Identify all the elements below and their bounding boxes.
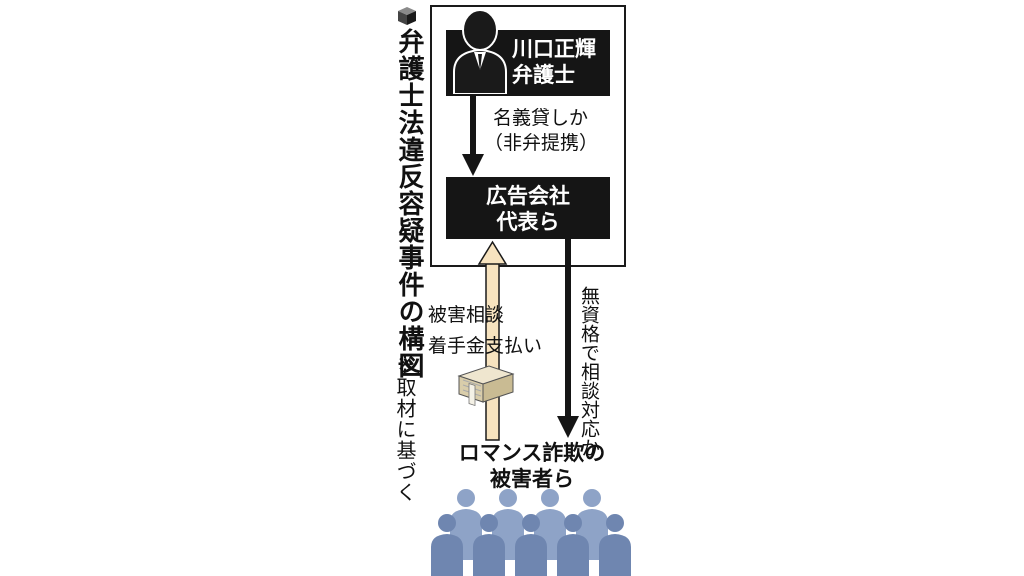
lawyer-silhouette-icon [450, 8, 510, 95]
money-bundle-icon [455, 362, 517, 407]
source-note: ※取材に基づく [393, 352, 417, 503]
diagram-title: 弁護士法違反容疑事件の構図 [394, 28, 424, 379]
company-name: 広告会社 [486, 184, 570, 208]
name-loan-label: 名義貸しか [493, 107, 589, 129]
name-loan-sublabel: （非弁提携） [484, 132, 599, 154]
lawyer-name: 川口正輝 [512, 37, 596, 61]
company-representatives: 代表ら [496, 210, 560, 234]
victims-sublabel: 被害者ら [490, 467, 574, 491]
retainer-fee-label: 着手金支払い [428, 335, 543, 357]
unqualified-consultation-label: 無資格で相談対応か [578, 286, 600, 457]
arrow-unqualified-consultation [557, 239, 579, 438]
arrow-name-loan [462, 96, 484, 176]
cube-icon [396, 5, 418, 27]
company-box [446, 177, 610, 239]
person-figure [473, 514, 505, 576]
person-figure [557, 514, 589, 576]
consultation-label: 被害相談 [428, 304, 505, 326]
person-figure [599, 514, 631, 576]
person-figure [431, 514, 463, 576]
person-figure [515, 514, 547, 576]
lawyer-title: 弁護士 [512, 63, 575, 87]
victims-label: ロマンス詐欺の [458, 441, 606, 465]
